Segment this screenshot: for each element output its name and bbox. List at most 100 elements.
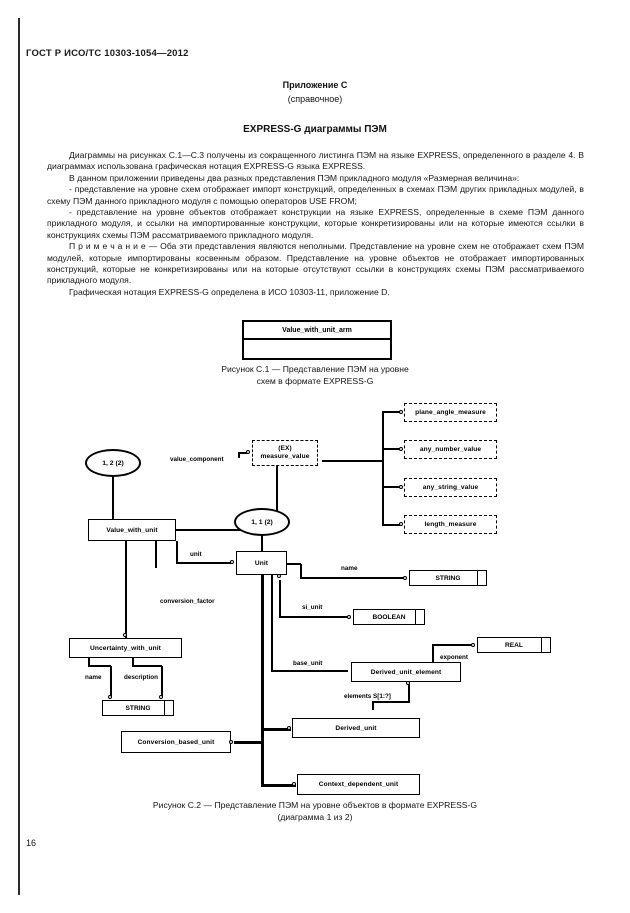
- name-bottom-vert: [110, 666, 112, 697]
- value-component-stub: [238, 452, 240, 458]
- subtype-bus-to-derived: [261, 728, 291, 731]
- unit-relation-drop: [176, 541, 178, 563]
- entity-context-dependent-unit-label: Context_dependent_unit: [318, 781, 399, 788]
- simple-type-string-bottom: STRING: [102, 700, 174, 716]
- figure2-caption-line2: (диаграмма 1 из 2): [277, 811, 353, 822]
- connector-any-string-value: [399, 485, 404, 490]
- simple-type-string-bottom-label: STRING: [125, 704, 151, 712]
- page-ref-value-with-unit: 1, 2 (2): [85, 449, 141, 477]
- figure1-caption-line2: схем в формате EXPRESS-G: [256, 375, 374, 386]
- entity-derived-unit: Derived_unit: [292, 718, 420, 738]
- connector-uncertainty-top: [123, 633, 128, 638]
- base-unit-vert: [271, 575, 273, 671]
- entity-plane-angle-measure: plane_angle_measure: [404, 403, 497, 422]
- figure2-caption: Рисунок С.2 — Представление ПЭМ на уровн…: [0, 800, 630, 823]
- entity-length-measure-label: length_measure: [424, 521, 477, 528]
- body-paragraph-5: Графическая нотация EXPRESS-G определена…: [69, 286, 390, 297]
- connector-string-bottom-right: [159, 695, 164, 700]
- value-component-to-box: [238, 452, 248, 454]
- entity-measure-value-tag: (EX): [278, 445, 292, 453]
- entity-conversion-based-unit-label: Conversion_based_unit: [137, 738, 215, 746]
- bus-branch-4: [382, 524, 401, 526]
- string-top-tick: [477, 571, 478, 585]
- label-exponent: exponent: [440, 654, 468, 661]
- connector-unit-relation: [230, 560, 235, 565]
- description-stub-riser: [132, 658, 134, 666]
- connector-real: [471, 643, 476, 648]
- entity-any-string-value-label: any_string_value: [422, 484, 479, 491]
- elements-drop: [372, 701, 374, 710]
- label-base-unit: base_unit: [293, 660, 323, 667]
- simple-type-boolean-label: BOOLEAN: [372, 613, 406, 621]
- name-bottom-stub-riser: [88, 658, 90, 666]
- simple-type-real-label: REAL: [505, 641, 523, 649]
- bus-branch-1: [382, 411, 401, 413]
- si-unit-line: [279, 616, 349, 618]
- page-ref-unit: 1, 1 (2): [234, 508, 290, 536]
- bus-vertical: [382, 412, 384, 525]
- simple-type-boolean: BOOLEAN: [353, 609, 425, 625]
- simple-type-string-top: STRING: [409, 570, 487, 586]
- label-si-unit: si_unit: [302, 604, 323, 611]
- exponent-riser: [432, 644, 434, 664]
- real-tick: [541, 638, 542, 652]
- label-value-component: value_component: [170, 456, 224, 463]
- connector-measure-value: [246, 450, 251, 455]
- label-conversion-factor: conversion_factor: [160, 598, 215, 605]
- oval-stem-unit: [261, 536, 263, 551]
- connector-any-number-value: [399, 447, 404, 452]
- label-name-top: name: [341, 565, 358, 572]
- exponent-line: [432, 644, 473, 646]
- value-component-horiz-low: [148, 529, 278, 531]
- entity-uncertainty-with-unit: Uncertainty_with_unit: [69, 638, 182, 658]
- entity-conversion-based-unit: Conversion_based_unit: [121, 731, 231, 753]
- bus-feed: [322, 460, 383, 462]
- figure1-caption-line1: Рисунок С.1 — Представление ПЭМ на уровн…: [221, 364, 409, 374]
- entity-any-number-value-label: any_number_value: [419, 446, 482, 453]
- entity-length-measure: length_measure: [404, 515, 497, 534]
- entity-plane-angle-measure-label: plane_angle_measure: [415, 409, 486, 416]
- entity-context-dependent-unit: Context_dependent_unit: [297, 774, 420, 795]
- value-component-vert: [276, 456, 278, 530]
- base-unit-horiz: [271, 670, 348, 672]
- connector-length-measure: [399, 522, 404, 527]
- subtype-bus-to-context: [261, 784, 296, 787]
- entity-measure-value-label: measure_value: [260, 453, 310, 460]
- page-ref-value-with-unit-label: 1, 2 (2): [102, 459, 124, 467]
- entity-measure-value: (EX) measure_value: [252, 440, 318, 466]
- label-elements: elements S[1:?]: [344, 693, 391, 700]
- name-top-stub: [287, 563, 301, 565]
- entity-unit-label: Unit: [254, 559, 269, 567]
- connector-elements: [406, 681, 411, 686]
- entity-value-with-unit: Value_with_unit: [88, 519, 176, 541]
- oval-stem-value-with-unit: [112, 477, 114, 519]
- string-bottom-tick: [164, 701, 165, 715]
- boolean-tick: [415, 610, 416, 624]
- connector-boolean: [347, 615, 352, 620]
- connector-string-top: [403, 576, 408, 581]
- figure1-caption: Рисунок С.1 — Представление ПЭМ на уровн…: [0, 364, 630, 387]
- si-unit-riser: [279, 580, 281, 617]
- body-paragraph-1: Диаграммы на рисунках С.1—С.3 получены и…: [47, 150, 584, 172]
- figure1-schema-body: [244, 340, 390, 360]
- simple-type-real: REAL: [477, 637, 551, 653]
- entity-uncertainty-with-unit-label: Uncertainty_with_unit: [90, 644, 161, 652]
- connector-context-dependent-unit: [292, 782, 297, 787]
- entity-derived-unit-element-label: Derived_unit_element: [370, 668, 442, 676]
- body-paragraph-4: - представление на уровне объектов отобр…: [47, 207, 584, 240]
- connector-derived-unit: [287, 726, 292, 731]
- subtype-bus-vertical: [261, 575, 264, 786]
- entity-any-number-value: any_number_value: [404, 440, 497, 459]
- entity-derived-unit-element: Derived_unit_element: [351, 662, 461, 682]
- standard-header: ГОСТ Р ИСО/ТС 10303-1054—2012: [26, 48, 189, 59]
- body-paragraph-3: - представление на уровне схем отображае…: [47, 184, 584, 206]
- elements-vert: [408, 684, 410, 702]
- clause-title: EXPRESS-G диаграммы ПЭМ: [243, 124, 387, 135]
- connector-plane-angle-measure: [399, 410, 404, 415]
- figure1-schema-label: Value_with_unit_arm: [244, 322, 390, 340]
- name-bottom-stub: [88, 665, 111, 667]
- label-description: description: [124, 674, 158, 681]
- page-ref-unit-label: 1, 1 (2): [251, 518, 273, 526]
